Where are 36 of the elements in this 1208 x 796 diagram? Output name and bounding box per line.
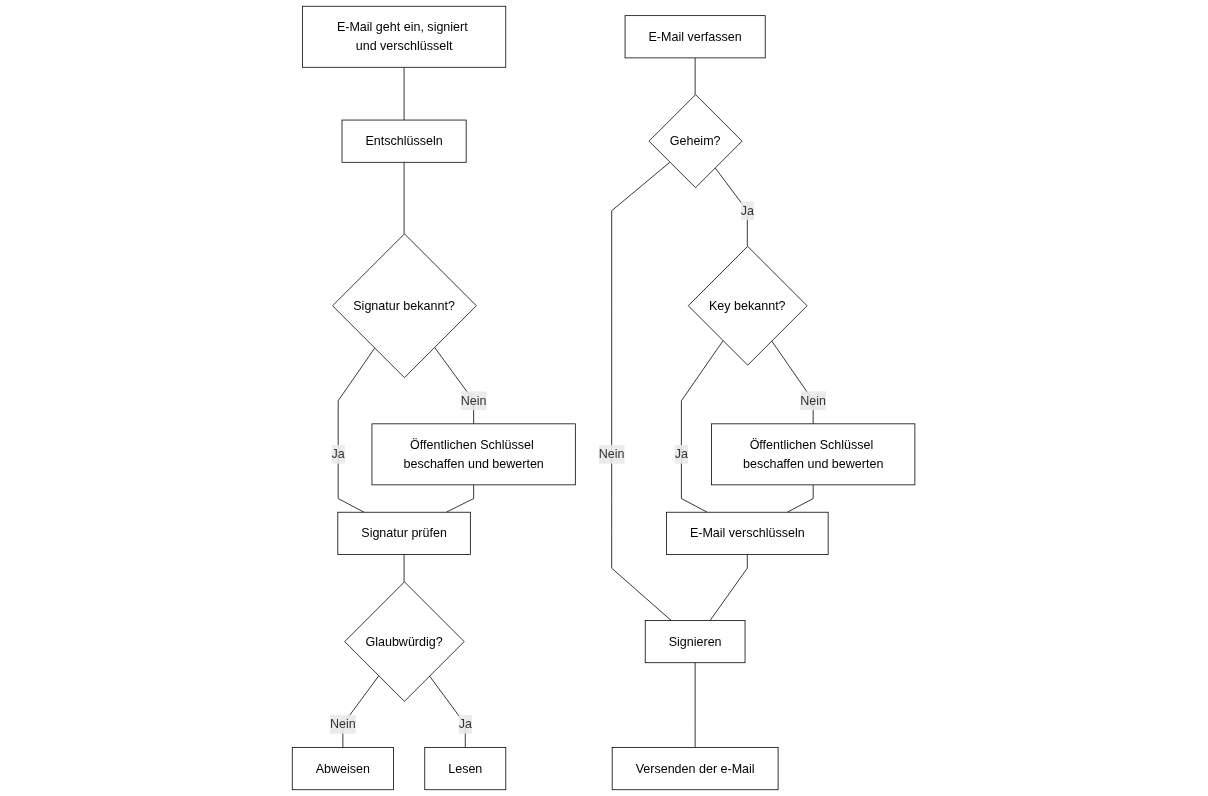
edge-label: Nein <box>599 447 625 461</box>
node-box: Versenden der e-Mail <box>612 747 779 791</box>
node-box: Entschlüsseln <box>342 119 467 163</box>
connector <box>787 484 814 513</box>
node-box: Öffentlichen Schlüssel beschaffen und bewerten <box>372 423 577 486</box>
node-diamond: Key bekannt? <box>688 245 808 366</box>
edge-label: Nein <box>330 717 357 731</box>
node-box: E-Mail verschlüsseln <box>666 511 829 555</box>
connector <box>338 347 376 513</box>
edge-label: Ja <box>459 717 473 731</box>
node-box: E-Mail verfassen <box>625 15 766 59</box>
connector <box>695 57 696 96</box>
connector <box>404 554 405 583</box>
node-box: Abweisen <box>292 747 395 791</box>
node-box: Signieren <box>645 620 746 664</box>
node-box: Signatur prüfen <box>337 511 472 555</box>
connector <box>695 662 696 748</box>
connector <box>611 161 672 621</box>
connector <box>710 554 749 621</box>
edge-label: Ja <box>675 447 689 461</box>
connector <box>446 484 475 513</box>
node-diamond: Glaubwürdig? <box>344 581 465 702</box>
node-diamond: Geheim? <box>649 94 743 189</box>
node-diamond: Signatur bekannt? <box>332 233 478 379</box>
connector <box>404 161 405 235</box>
node-box: Lesen <box>424 747 507 791</box>
connector <box>429 675 467 748</box>
edge-label: Ja <box>741 203 755 218</box>
node-box: Öffentlichen Schlüssel beschaffen und bewerten <box>711 423 916 486</box>
connector <box>715 167 749 247</box>
edge-label: Ja <box>331 447 346 461</box>
connector <box>404 66 405 121</box>
connector <box>681 340 724 513</box>
edge-label: Nein <box>461 393 487 408</box>
edge-label: Nein <box>800 393 827 408</box>
node-box: E-Mail geht ein, signiert und verschlüsselt <box>302 5 507 68</box>
